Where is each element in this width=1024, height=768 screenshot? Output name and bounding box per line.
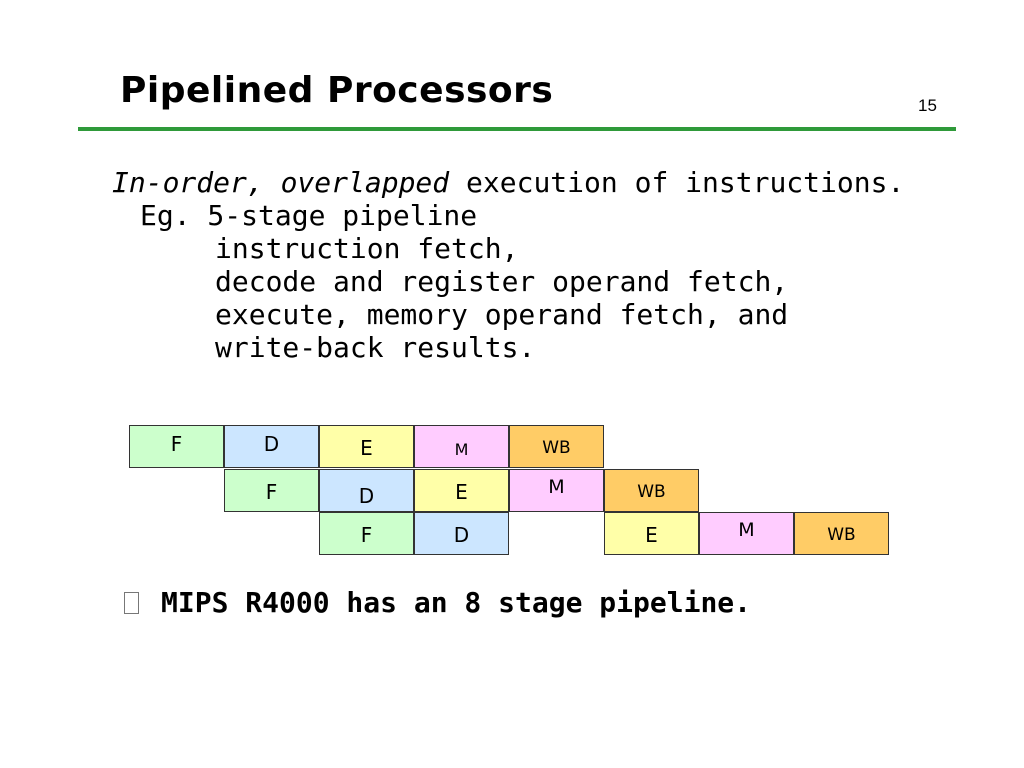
pipeline-cell-3-f: F: [319, 512, 414, 555]
pipeline-cell-label: M: [738, 519, 755, 541]
pipeline-cell-label: M: [454, 440, 469, 459]
pipeline-cell-3-e: E: [604, 512, 699, 555]
body-line-5: execute, memory operand fetch, and: [215, 298, 789, 331]
pipeline-cell-label: F: [360, 523, 373, 547]
pipeline-cell-label: E: [645, 523, 658, 547]
pipeline-cell-label: E: [360, 436, 373, 460]
pipeline-cell-label: E: [455, 480, 468, 504]
pipeline-cell-label: F: [265, 480, 278, 504]
pipeline-cell-2-d: D: [319, 469, 414, 512]
pipeline-cell-label: M: [548, 476, 565, 498]
slide-title: Pipelined Processors: [120, 70, 554, 111]
body-text: In-order, overlapped execution of instru…: [112, 166, 904, 364]
pipeline-cell-1-e: E: [319, 425, 414, 468]
pipeline-cell-label: WB: [827, 525, 856, 545]
pipeline-cell-2-f: F: [224, 469, 319, 512]
pipeline-cell-2-wb: WB: [604, 469, 699, 512]
pipeline-cell-2-e: E: [414, 469, 509, 512]
bullet-text: MIPS R4000 has an 8 stage pipeline.: [161, 586, 752, 619]
bullet-item: MIPS R4000 has an 8 stage pipeline.: [124, 586, 751, 619]
page-number: 15: [918, 96, 937, 115]
pipeline-cell-2-m: M: [509, 469, 604, 512]
pipeline-cell-3-m: M: [699, 512, 794, 555]
body-line-6: write-back results.: [215, 331, 536, 364]
pipeline-cell-label: WB: [542, 438, 571, 458]
pipeline-cell-1-f: F: [129, 425, 224, 468]
pipeline-cell-1-wb: WB: [509, 425, 604, 468]
body-line-1: In-order, overlapped execution of instru…: [112, 166, 904, 199]
pipeline-cell-3-wb: WB: [794, 512, 889, 555]
pipeline-cell-3-d: D: [414, 512, 509, 555]
body-line-1-rest: execution of instructions.: [449, 166, 905, 199]
body-line-4: decode and register operand fetch,: [215, 265, 789, 298]
pipeline-cell-1-d: D: [224, 425, 319, 468]
title-rule: [78, 127, 956, 131]
pipeline-cell-label: F: [170, 432, 183, 456]
pipeline-cell-label: D: [453, 523, 470, 547]
pipeline-cell-label: D: [263, 432, 280, 456]
bullet-icon: [124, 592, 139, 614]
pipeline-cell-label: WB: [637, 482, 666, 502]
body-line-1-italic: In-order, overlapped: [112, 166, 450, 199]
body-line-3: instruction fetch,: [215, 232, 519, 265]
pipeline-cell-1-m: M: [414, 425, 509, 468]
pipeline-cell-label: D: [358, 484, 375, 508]
body-line-2: Eg. 5-stage pipeline: [140, 199, 478, 232]
